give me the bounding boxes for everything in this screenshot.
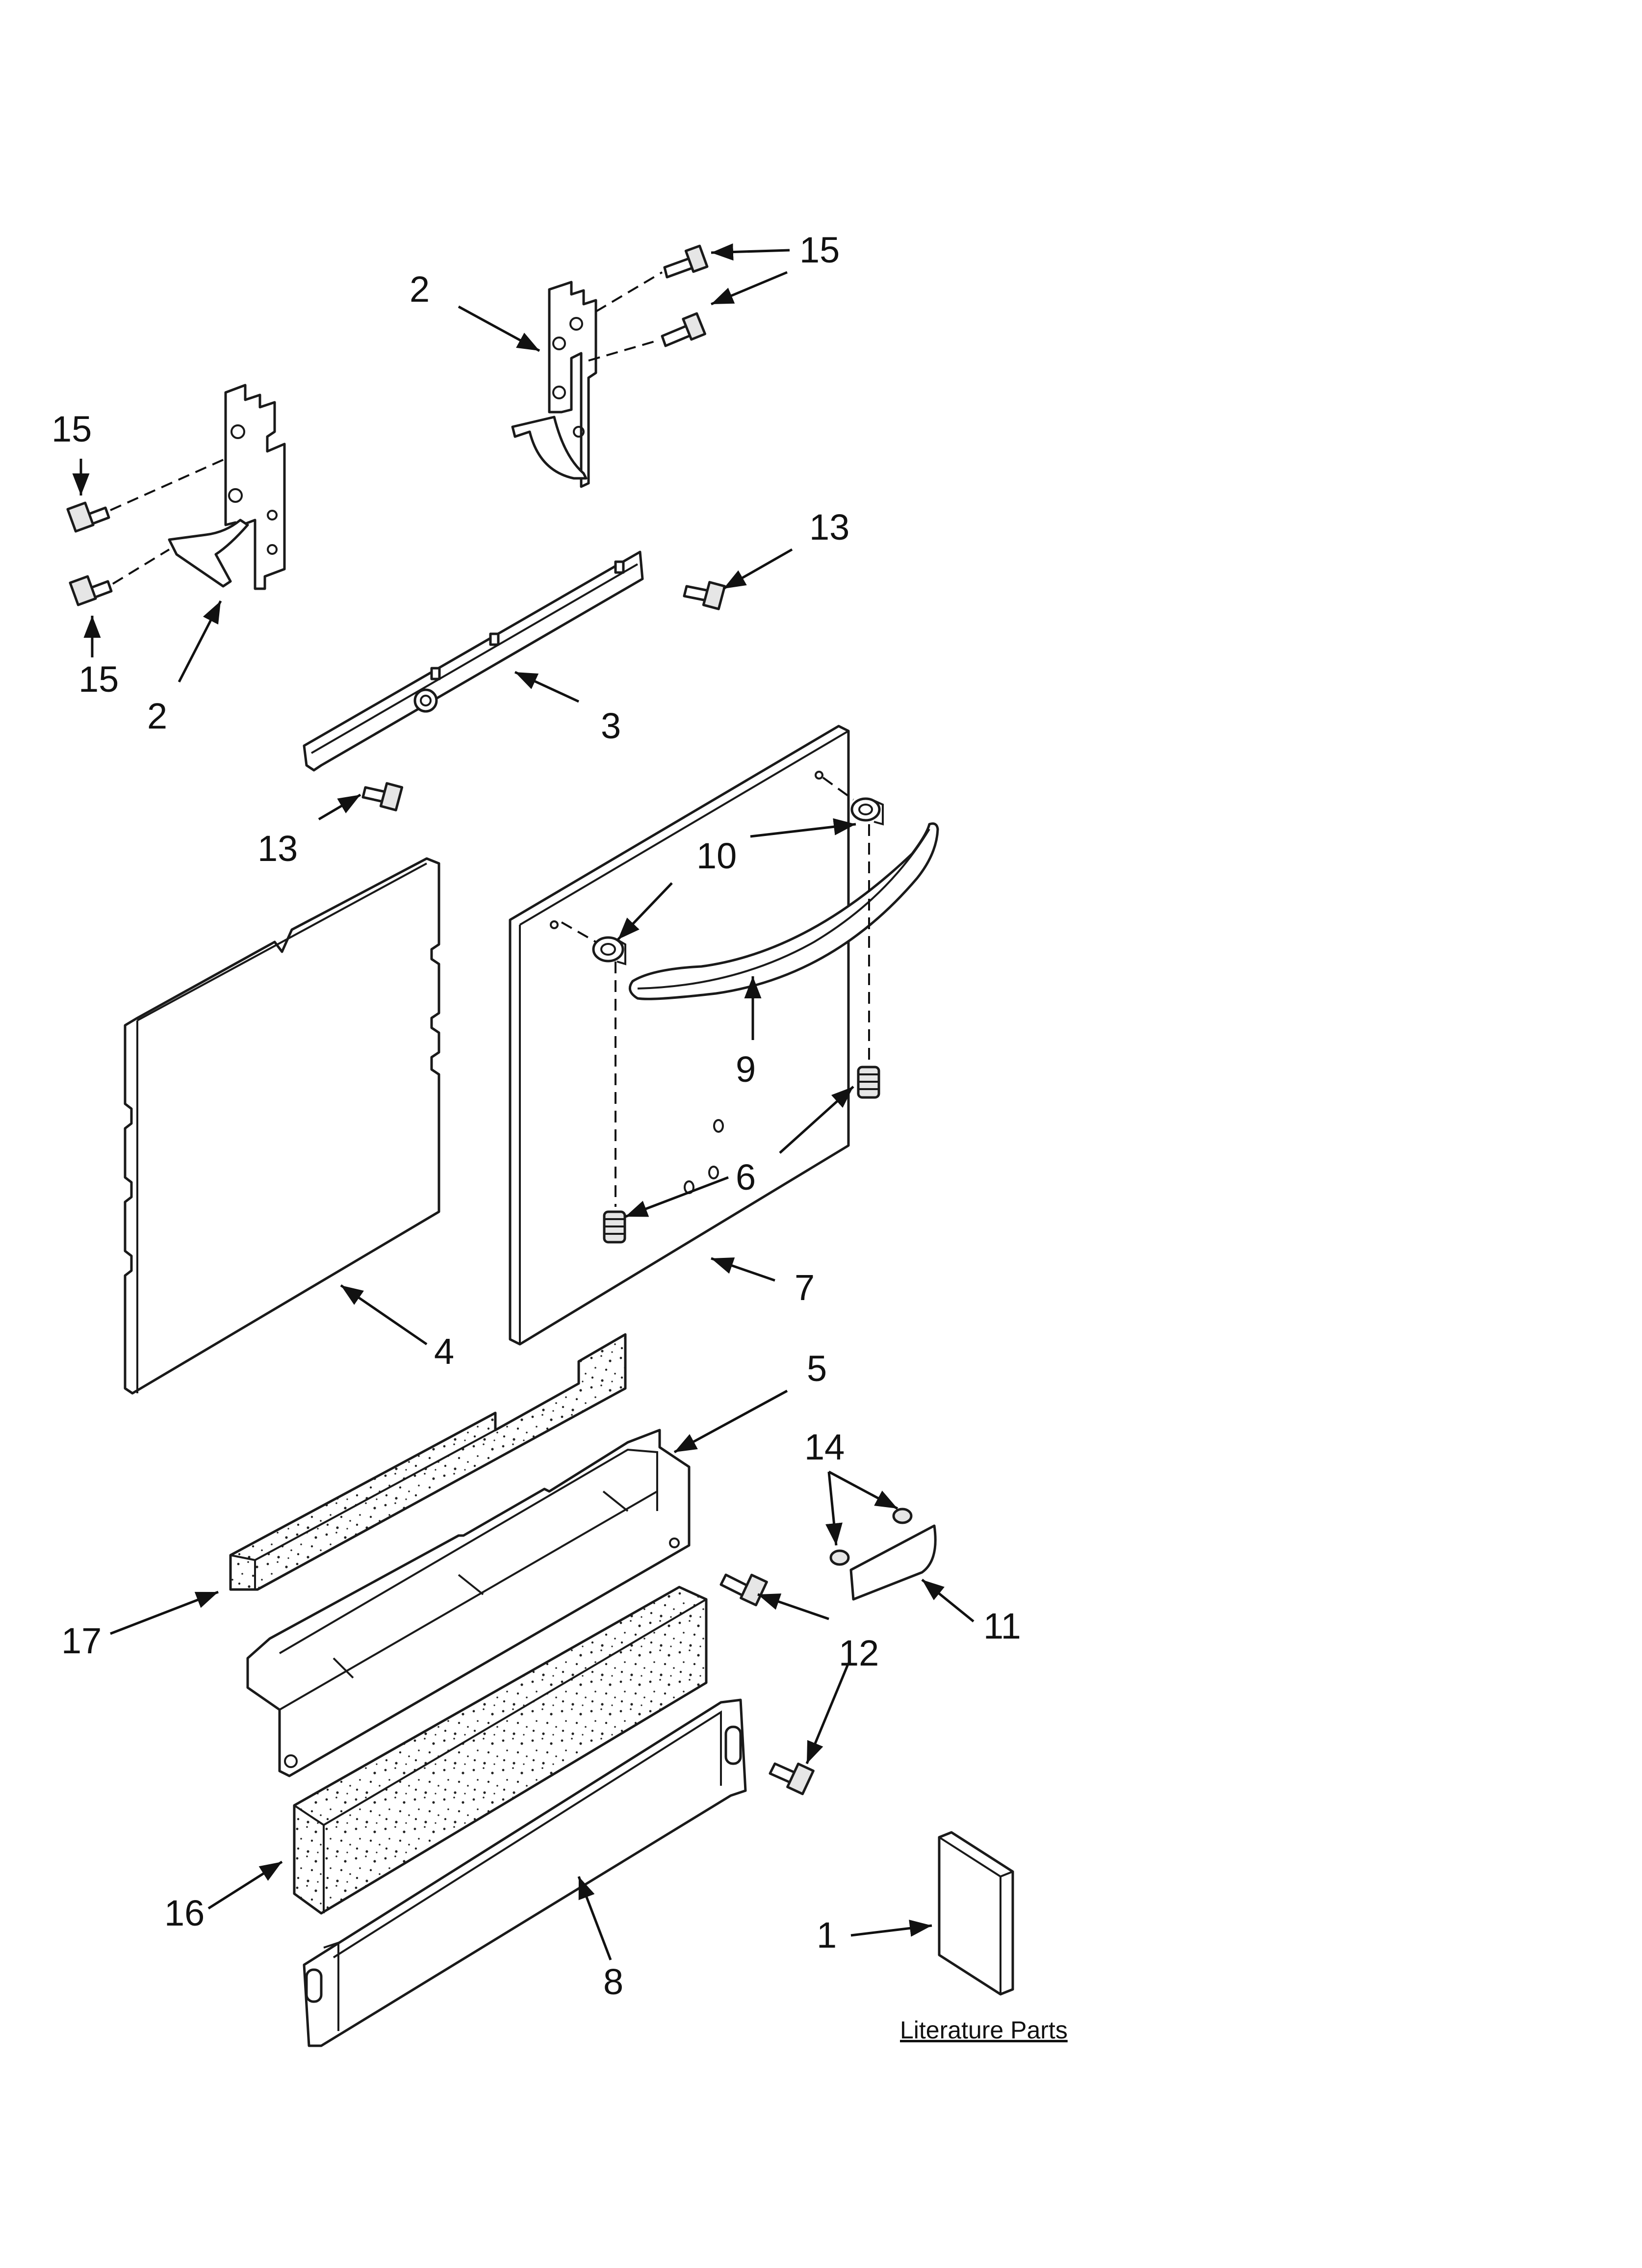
callout-4: 4	[434, 1331, 454, 1372]
leader-lines	[72, 243, 975, 1960]
callout-9: 9	[736, 1049, 756, 1090]
callout-17: 17	[61, 1620, 102, 1661]
callout-14: 14	[804, 1427, 845, 1467]
door-hinge-bracket-upper	[511, 281, 597, 488]
literature-parts-caption: Literature Parts	[900, 2016, 1068, 2044]
screw-15-left-b	[69, 575, 113, 606]
callout-13: 13	[257, 828, 298, 869]
screw-15-upper-b	[661, 312, 707, 347]
literature-book	[938, 1831, 1014, 1996]
callout-2: 2	[410, 269, 430, 310]
screw-13-left	[361, 782, 404, 811]
callout-6: 6	[736, 1157, 756, 1198]
callout-5: 5	[807, 1348, 827, 1389]
spacer-left	[603, 1210, 626, 1244]
callout-11: 11	[983, 1606, 1021, 1646]
foam-insulation-top	[229, 1333, 627, 1591]
callout-7: 7	[795, 1267, 815, 1308]
callout-12: 12	[839, 1633, 879, 1673]
screw-15-upper-a	[663, 244, 709, 279]
toe-kick-plate	[303, 1698, 747, 2047]
callout-16: 16	[164, 1893, 205, 1933]
callout-8: 8	[603, 1961, 623, 2002]
trim-cover	[849, 1524, 937, 1601]
callout-labels: 15 2 15 15 2 13 3 13 10 9 6 7 4 5 14 11 …	[51, 230, 1068, 2044]
door-hinge-bracket-left	[168, 384, 286, 590]
handle-standoff-right	[850, 797, 884, 826]
callout-1: 1	[817, 1915, 837, 1955]
callout-15: 15	[799, 230, 840, 270]
handle-standoff-left	[592, 936, 626, 965]
nut-14-b	[829, 1549, 850, 1566]
foam-insulation-lower	[293, 1586, 708, 1915]
callout-3: 3	[601, 705, 621, 746]
screw-15-left-a	[66, 501, 110, 533]
nut-14-a	[892, 1508, 913, 1524]
callout-15: 15	[51, 409, 92, 449]
screw-12-upper	[719, 1573, 768, 1607]
callout-10: 10	[696, 835, 737, 876]
spacer-right	[857, 1066, 880, 1099]
screw-13-right	[683, 581, 726, 610]
callout-2: 2	[147, 696, 167, 736]
callout-15: 15	[78, 659, 119, 700]
callout-13: 13	[809, 507, 849, 547]
cross-rail	[303, 550, 644, 772]
inner-door-panel	[124, 857, 440, 1395]
lower-panel-bracket	[246, 1429, 691, 1777]
outer-door-panel	[509, 725, 850, 1346]
door-handle	[628, 822, 939, 1000]
screw-12-lower	[769, 1762, 815, 1796]
